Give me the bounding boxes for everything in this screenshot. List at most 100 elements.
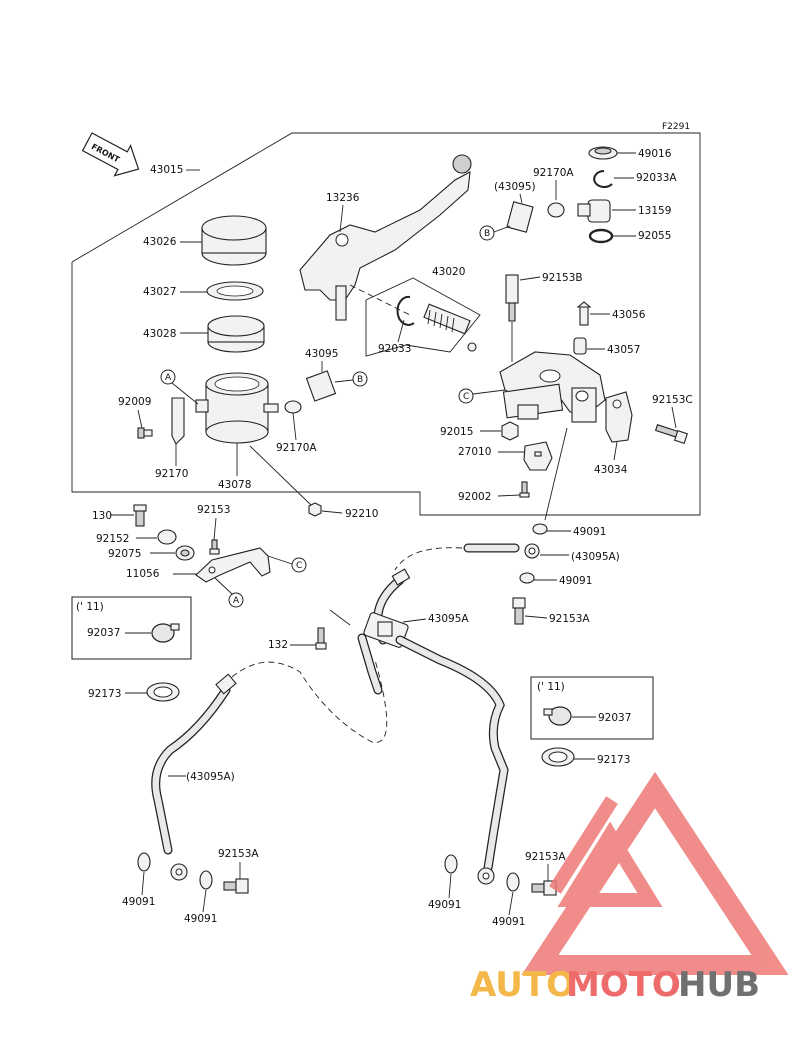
washer-49091-c <box>137 852 151 872</box>
bracket-11056 <box>195 547 271 583</box>
nut-92015 <box>501 421 519 441</box>
label-43095a-joint: 43095A <box>428 613 469 625</box>
label-92153a-upper: 92153A <box>549 613 590 625</box>
label-49091-b: 49091 <box>559 575 592 587</box>
label-92075: 92075 <box>108 548 141 560</box>
washer-49091-b <box>519 572 535 584</box>
callout-a-reservoir <box>160 369 176 385</box>
label-92037-left: 92037 <box>87 627 120 639</box>
master-cylinder-body <box>499 351 606 423</box>
bolt-92153b <box>505 274 519 322</box>
banjo-bolt-92153a-upper <box>512 597 526 625</box>
label-43095-reservoir: 43095 <box>305 348 338 360</box>
master-cylinder-assembly-outline <box>71 132 701 516</box>
hose-43095-right <box>506 201 534 233</box>
brake-hose-left <box>151 633 383 855</box>
bolt-92153c <box>654 424 688 444</box>
label-43028: 43028 <box>143 328 176 340</box>
label-49091-d: 49091 <box>184 913 217 925</box>
label-49016: 49016 <box>638 148 672 160</box>
collar-92075 <box>175 545 195 561</box>
svg-text:A: A <box>165 373 172 383</box>
clamp-92037-left <box>151 623 180 643</box>
clamp-holder-43034 <box>605 391 633 443</box>
label-92170a-left: 92170A <box>276 442 317 454</box>
label-92170: 92170 <box>155 468 188 480</box>
banjo-bolt-92153a-left <box>223 878 249 894</box>
screw-92153 <box>209 539 220 555</box>
watermark-auto: AUTO <box>470 965 575 1005</box>
label-43095a-left: (43095A) <box>186 771 235 783</box>
banjo-fitting-lower-right <box>477 867 495 885</box>
washer-49091-a <box>532 523 548 535</box>
cap-49016 <box>588 146 618 160</box>
bleeder-43056 <box>576 301 592 326</box>
label-92153a-left: 92153A <box>218 848 259 860</box>
label-43020: 43020 <box>432 266 465 278</box>
washer-49091-f <box>506 872 520 892</box>
year-label-right: (' 11) <box>537 681 565 693</box>
bolt-92210 <box>308 502 322 517</box>
label-92033a: 92033A <box>636 172 677 184</box>
label-11056: 11056 <box>126 568 160 580</box>
label-43027: 43027 <box>143 286 176 298</box>
clamp-92170a <box>284 400 302 414</box>
label-13159: 13159 <box>638 205 671 217</box>
hose-routing-dashed <box>231 659 388 743</box>
label-49091-f: 49091 <box>492 916 525 928</box>
diaphragm-43028 <box>207 315 265 353</box>
callout-b-right <box>479 225 495 241</box>
svg-text:A: A <box>233 596 240 606</box>
label-92152: 92152 <box>96 533 129 545</box>
callout-a-bracket <box>228 592 244 608</box>
brake-hose-right <box>395 635 509 873</box>
piston-kit-43020-outline <box>365 277 481 357</box>
figure-code: F2291 <box>662 122 690 132</box>
label-43056: 43056 <box>612 309 646 321</box>
bolt-132 <box>315 627 327 650</box>
label-92173-right: 92173 <box>597 754 630 766</box>
year-label-left: (' 11) <box>76 601 104 613</box>
label-92170a-right: 92170A <box>533 167 574 179</box>
front-arrow-icon: FRONT <box>81 132 140 177</box>
label-43078: 43078 <box>218 479 251 491</box>
callout-c-body <box>458 388 474 404</box>
screw-92002 <box>519 481 530 498</box>
label-27010: 27010 <box>458 446 491 458</box>
label-13236: 13236 <box>326 192 360 204</box>
screw-92009 <box>137 427 153 439</box>
label-43015: 43015 <box>150 164 183 176</box>
clamp-92173-right <box>541 747 575 767</box>
label-49091-a: 49091 <box>573 526 606 538</box>
callout-b-hose <box>352 371 368 387</box>
banjo-fitting-lower-left <box>170 863 188 881</box>
watermark-moto: MOTO <box>566 965 681 1005</box>
label-132: 132 <box>268 639 288 651</box>
piston-spring <box>423 303 477 352</box>
joint-13159 <box>577 199 611 223</box>
label-92055: 92055 <box>638 230 671 242</box>
label-43095a-upper: (43095A) <box>571 551 620 563</box>
circlip-92033 <box>396 295 415 326</box>
watermark-hub: HUB <box>678 965 760 1005</box>
brake-switch-27010 <box>523 441 553 471</box>
washer-49091-e <box>444 854 458 874</box>
label-43026: 43026 <box>143 236 177 248</box>
automotohub-watermark: AUTO MOTO HUB <box>470 965 760 1005</box>
reservoir-body <box>195 372 279 444</box>
clamp-92170a-right <box>547 202 565 218</box>
oring-92055 <box>588 228 614 244</box>
clip-92033a <box>593 170 613 188</box>
svg-text:B: B <box>484 229 490 239</box>
washer-49091-d <box>199 870 213 890</box>
washer-92152 <box>157 529 177 545</box>
label-43095-right: (43095) <box>494 181 536 193</box>
bleeder-cap-43057 <box>573 337 587 355</box>
banjo-fitting-upper <box>524 543 540 559</box>
clamp-92037-right <box>543 706 572 726</box>
label-43034: 43034 <box>594 464 628 476</box>
year-box-right <box>530 676 654 740</box>
label-92173-left: 92173 <box>88 688 121 700</box>
brake-lever-13236 <box>299 154 472 321</box>
